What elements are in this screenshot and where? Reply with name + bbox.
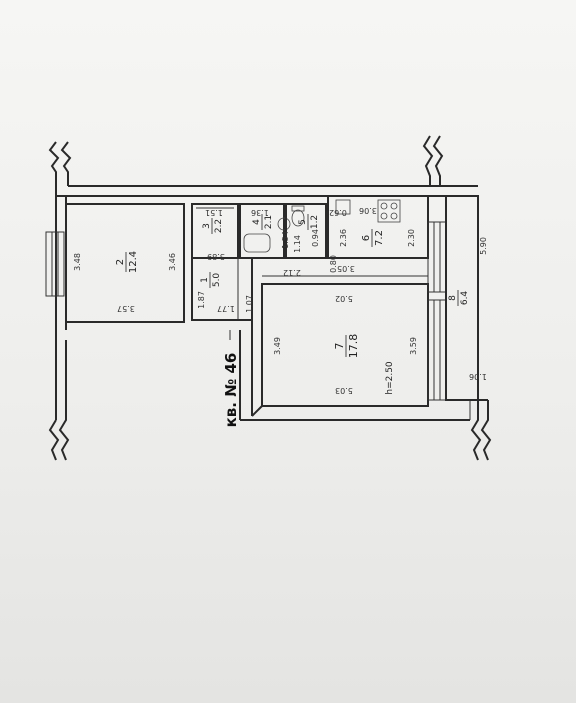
dim-room7-right: 3.59: [409, 337, 418, 355]
room-area: 12.4: [128, 251, 139, 273]
room-8-balcony: [445, 195, 492, 461]
dim-room3-top: 1.51: [205, 208, 223, 217]
room-label-6: 6 7.2: [361, 229, 385, 247]
dim-room6-right: 2.30: [407, 229, 416, 247]
room-number: 8: [448, 295, 458, 301]
room-area: 7.2: [374, 230, 385, 246]
room-number: 7: [333, 343, 346, 350]
dim-room5-side: 1.14: [293, 235, 302, 253]
dim-room1-left: 1.87: [197, 291, 206, 309]
room-5: [285, 203, 327, 259]
dim-room4-top: 1.36: [251, 208, 269, 217]
room-area: 2.1: [264, 215, 274, 229]
dim-room2-right: 3.46: [168, 253, 177, 271]
exterior-wall-left: [45, 196, 70, 461]
room-number: 1: [200, 277, 210, 283]
dim-room2-left: 3.48: [73, 253, 82, 271]
room-label-8: 8 6.4: [448, 290, 470, 306]
dim-room4-side: 1.54: [281, 231, 290, 249]
room-2: [65, 203, 185, 323]
dim-room7-bottom: 5.03: [335, 386, 353, 395]
room-label-3: 3 2.2: [202, 218, 224, 234]
dim-balcony-width: 1.06: [469, 372, 487, 381]
dim-room2-bottom: 3.57: [117, 304, 135, 313]
room-area: 17.8: [347, 334, 360, 359]
room-area: 2.2: [214, 219, 224, 233]
room-label-7: 7 17.8: [333, 334, 360, 359]
room-area: 5.0: [212, 273, 222, 288]
dim-room7-left: 3.49: [273, 337, 282, 355]
room-number: 3: [202, 223, 212, 229]
window-right: [427, 221, 447, 401]
apartment-label: кв. № 46: [222, 353, 240, 428]
room-1: [191, 257, 253, 321]
dim-corridor-right: 3.05: [337, 264, 355, 273]
dim-room6-top: 3.06: [359, 206, 377, 215]
dim-room5-right: 0.62: [329, 208, 347, 217]
room-number: 2: [115, 259, 126, 265]
room-number: 6: [361, 235, 372, 241]
dim-corridor-top: 2.12: [283, 268, 301, 277]
room-label-1: 1 5.0: [200, 272, 222, 288]
dim-room6-left: 2.36: [339, 229, 348, 247]
room-number: 4: [252, 219, 262, 225]
ceiling-height: h=2.50: [385, 361, 395, 395]
room-label-5: 5 1.2: [298, 214, 320, 230]
room-area: 1.2: [310, 215, 320, 229]
dim-room5-bottom: 0.94: [311, 229, 320, 247]
dim-room7-top: 5.02: [335, 294, 353, 303]
room-area: 6.4: [460, 291, 470, 306]
room-4: [239, 203, 291, 259]
dim-room3-bottom: 3.89: [207, 252, 225, 261]
room-6: [327, 195, 429, 259]
dim-balcony-length: 5.90: [479, 237, 488, 255]
exterior-wall-top: [48, 135, 478, 197]
dim-door-width: 0.80: [329, 255, 338, 273]
dim-doorway: 1.07: [245, 295, 254, 313]
room-number: 5: [298, 219, 308, 225]
room-label-2: 2 12.4: [115, 251, 139, 273]
dim-room1-right: 1.77: [217, 304, 235, 313]
room-label-4: 4 2.1: [252, 214, 274, 230]
